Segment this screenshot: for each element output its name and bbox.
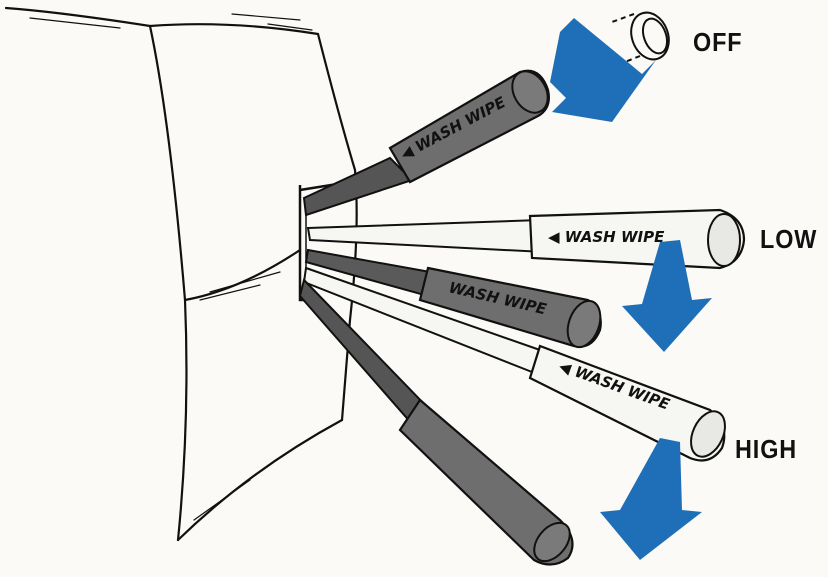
stalk-low-down: [298, 278, 574, 566]
stalk-off: ◀ WASH WIPE: [302, 69, 550, 217]
arrow-low: [622, 240, 712, 352]
svg-text:◀ WASH WIPE: ◀ WASH WIPE: [548, 228, 665, 246]
arrow-off: [550, 18, 656, 122]
label-low: LOW: [760, 224, 818, 254]
label-high: HIGH: [735, 434, 798, 464]
off-knob-outline: [611, 11, 670, 65]
label-off: OFF: [693, 27, 743, 57]
stalk-low: ◀ WASH WIPE: [306, 208, 746, 270]
stalk-mid: WASH WIPE: [304, 248, 602, 349]
steering-column-housing: [4, 6, 358, 542]
arrow-high: [600, 438, 702, 560]
